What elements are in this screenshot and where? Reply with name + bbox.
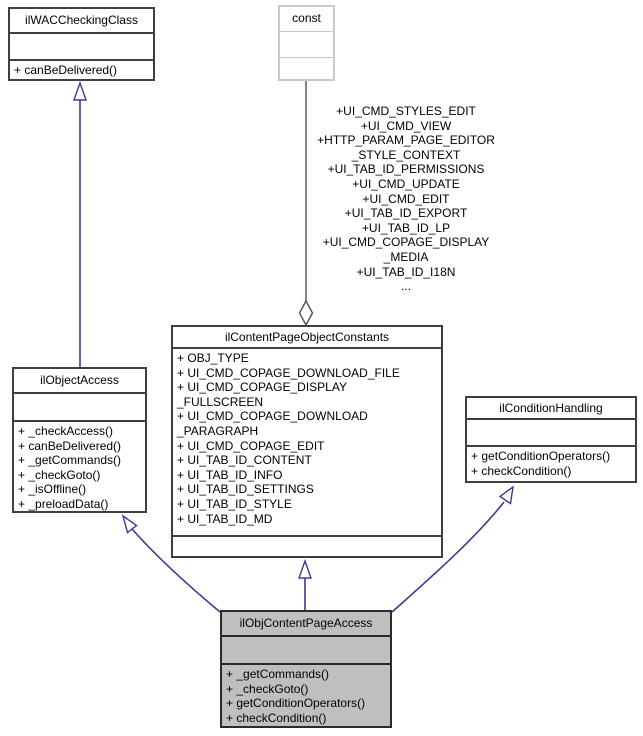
attribute-label: + OBJ_TYPE	[177, 351, 249, 365]
inheritance-edge-main-to-constants	[298, 558, 312, 610]
inheritance-edge-main-to-cond	[391, 485, 514, 613]
attribute-label: + UI_CMD_COPAGE_DOWNLOAD_FILE	[177, 365, 400, 380]
class-title: ilObjectAccess	[14, 369, 145, 394]
edge-label-line: +UI_TAB_ID_LP	[361, 220, 451, 235]
methods-compartment: + getConditionOperators() + checkConditi…	[467, 445, 635, 481]
attribute-label: + UI_TAB_ID_INFO	[177, 467, 283, 482]
class-box-ilobjectaccess[interactable]: ilObjectAccess + _checkAccess() + canBeD…	[12, 367, 147, 513]
method-label: + getConditionOperators()	[226, 696, 366, 711]
edge-label-line: +UI_CMD_UPDATE	[352, 176, 460, 191]
edge-label-line: +UI_TAB_ID_I18N	[356, 264, 456, 279]
attributes-compartment-empty	[10, 34, 153, 59]
class-box-ilcontentpageobjectconstants[interactable]: ilContentPageObjectConstants + OBJ_TYPE …	[171, 325, 443, 558]
method-label: + _checkGoto()	[226, 681, 309, 696]
methods-compartment: + _checkAccess() + canBeDelivered() + _g…	[14, 420, 145, 511]
edge-label-line: +HTTP_PARAM_PAGE_EDITOR	[317, 133, 495, 148]
edge-label-line: _MEDIA	[383, 249, 429, 264]
inheritance-edge-objaccess-to-wac	[73, 80, 87, 367]
method-label: + _getCommands()	[226, 667, 330, 681]
method-label: + checkCondition()	[226, 710, 327, 725]
aggregation-edge-label: +UI_CMD_STYLES_EDIT +UI_CMD_VIEW +HTTP_P…	[296, 104, 516, 294]
method-label: + _checkGoto()	[18, 467, 101, 482]
attribute-label: + UI_TAB_ID_MD	[177, 511, 273, 526]
methods-compartment-empty	[173, 535, 441, 556]
class-title: ilObjContentPageAccess	[222, 612, 390, 637]
class-title: ilWACCheckingClass	[10, 9, 153, 34]
method-label: + _getCommands()	[18, 453, 122, 468]
attribute-label: + UI_CMD_COPAGE_DOWNLOAD	[177, 409, 368, 424]
attributes-compartment-empty	[14, 394, 145, 420]
class-title: const	[280, 7, 333, 32]
edge-label-line: +UI_TAB_ID_EXPORT	[344, 206, 468, 221]
edge-label-line: +UI_TAB_ID_PERMISSIONS	[327, 162, 485, 177]
attribute-label: + UI_TAB_ID_SETTINGS	[177, 482, 314, 497]
attributes-compartment-empty	[280, 32, 333, 57]
methods-compartment-empty	[280, 57, 333, 79]
edge-label-line: +UI_CMD_COPAGE_DISPLAY	[322, 235, 490, 250]
edge-label-line: +UI_CMD_EDIT	[362, 191, 450, 206]
inheritance-edge-main-to-objaccess	[121, 514, 221, 613]
attributes-compartment-empty	[222, 637, 390, 663]
method-label: + checkCondition()	[471, 463, 572, 478]
method-label: + getConditionOperators()	[471, 449, 611, 463]
method-label: + canBeDelivered()	[14, 63, 118, 77]
edge-label-line: _STYLE_CONTEXT	[351, 147, 461, 162]
class-box-ilconditionhandling[interactable]: ilConditionHandling + getConditionOperat…	[465, 396, 637, 483]
attribute-label: + UI_CMD_COPAGE_EDIT	[177, 438, 325, 453]
attribute-label: + UI_CMD_COPAGE_DISPLAY	[177, 380, 347, 395]
attribute-label: + UI_TAB_ID_STYLE	[177, 496, 292, 511]
methods-compartment: + canBeDelivered()	[10, 59, 153, 79]
class-box-ilwaccheckingclass[interactable]: ilWACCheckingClass + canBeDelivered()	[8, 7, 155, 81]
class-title: ilContentPageObjectConstants	[173, 327, 441, 349]
attributes-compartment: + OBJ_TYPE + UI_CMD_COPAGE_DOWNLOAD_FILE…	[173, 349, 441, 535]
class-title: ilConditionHandling	[467, 398, 635, 420]
attribute-label: + UI_TAB_ID_CONTENT	[177, 453, 312, 468]
edge-label-line: +UI_CMD_STYLES_EDIT	[336, 104, 476, 118]
class-box-ilobjcontentpageaccess: ilObjContentPageAccess + _getCommands() …	[220, 610, 392, 728]
edge-label-line: ...	[400, 279, 411, 294]
method-label: + _preloadData()	[18, 496, 109, 511]
class-box-const: const	[278, 5, 335, 81]
attribute-label: _PARAGRAPH	[177, 423, 259, 438]
attribute-label: _FULLSCREEN	[177, 394, 264, 409]
attributes-compartment-empty	[467, 420, 635, 445]
method-label: + _checkAccess()	[18, 424, 114, 438]
method-label: + _isOffline()	[18, 482, 87, 497]
edge-label-line: +UI_CMD_VIEW	[360, 118, 452, 133]
method-label: + canBeDelivered()	[18, 438, 122, 453]
methods-compartment: + _getCommands() + _checkGoto() + getCon…	[222, 663, 390, 726]
